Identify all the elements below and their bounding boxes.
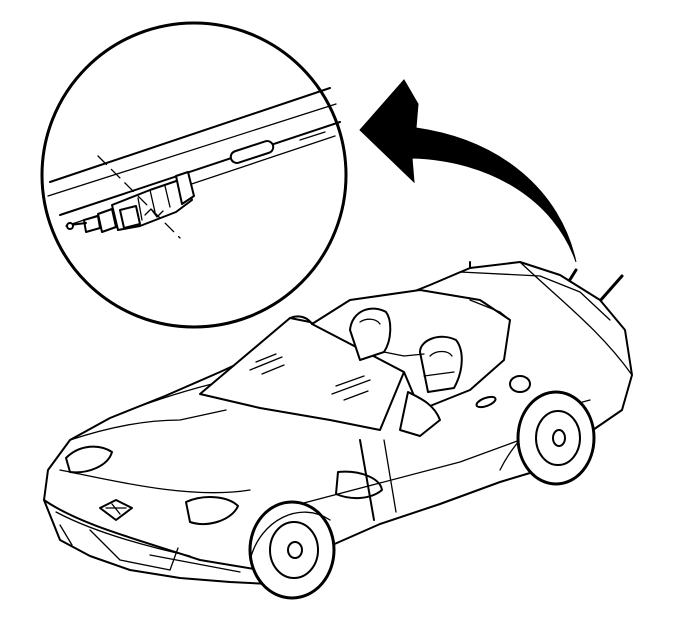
inset-slot xyxy=(229,140,275,164)
windshield-reflection-marks xyxy=(249,353,371,401)
front-emblem xyxy=(99,499,133,521)
cockpit xyxy=(311,289,511,437)
headlight-right xyxy=(185,496,239,525)
wheel-front xyxy=(248,500,336,600)
seat-left xyxy=(349,307,392,361)
detail-inset xyxy=(40,21,348,329)
inset-leader-line xyxy=(97,155,181,239)
pointer-arrow xyxy=(359,79,577,263)
inset-circle xyxy=(40,21,348,329)
wheel-rear xyxy=(516,390,596,486)
door-handle xyxy=(475,395,497,409)
fuel-door xyxy=(509,375,531,393)
inset-switch-assembly xyxy=(66,171,195,233)
headlight-left xyxy=(65,445,113,474)
seat-right xyxy=(419,335,463,393)
